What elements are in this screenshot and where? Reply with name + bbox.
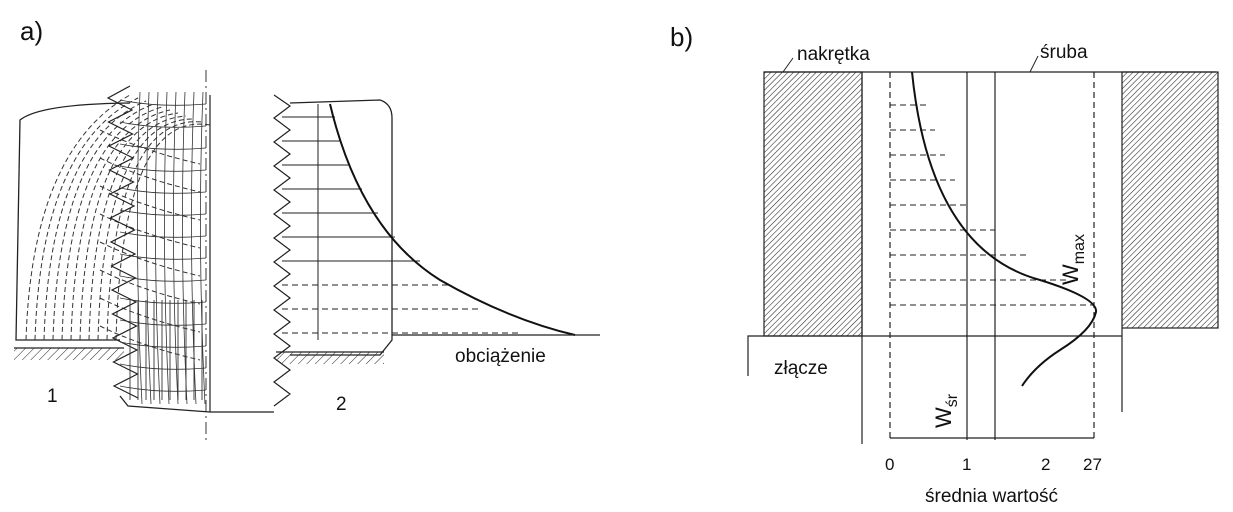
wmax-curve — [911, 71, 1097, 387]
stress-trajectory-lines — [25, 94, 211, 361]
ground-hatch-right — [276, 352, 384, 364]
wmax-label: Wmax — [1058, 234, 1088, 285]
load-distribution-curve — [329, 103, 576, 336]
bolt-label: śruba — [1040, 42, 1088, 63]
wavg-sub: śr — [944, 393, 961, 407]
stress-mesh — [119, 91, 207, 405]
svg-text:Wśr: Wśr — [931, 393, 961, 428]
part-1-label: 1 — [47, 386, 58, 407]
tick-1: 1 — [962, 455, 971, 474]
bolt-vertical-lines — [861, 72, 1123, 444]
svg-text:Wmax: Wmax — [1058, 234, 1088, 285]
panel-b-tag: b) — [670, 22, 693, 52]
tick-2: 2 — [1041, 455, 1050, 474]
nut-thread-profile — [106, 85, 139, 399]
bolt-core — [205, 70, 274, 440]
joint-baseline — [747, 335, 1122, 376]
nut-section-right — [1121, 71, 1219, 329]
nut-outline — [15, 102, 211, 413]
wavg-base: W — [931, 407, 956, 428]
tick-27: 27 — [1083, 455, 1102, 474]
load-label: obciążenie — [455, 346, 546, 367]
joint-label: złącze — [774, 358, 828, 379]
tick-0: 0 — [885, 455, 894, 474]
panel-b: b) nakrętka śruba złącze — [670, 22, 1219, 507]
nut-label: nakrętka — [797, 44, 870, 65]
panel-a-tag: a) — [20, 16, 43, 46]
load-grid-lines — [282, 116, 520, 334]
nut-section-left — [763, 71, 863, 337]
part-2-label: 2 — [336, 394, 347, 415]
wmax-sub: max — [1071, 234, 1088, 264]
nut-leader-line — [782, 57, 794, 73]
nut-right-outline — [289, 99, 393, 356]
ground-hatch-left — [14, 348, 124, 360]
panel-a: a) 1 2 — [14, 16, 600, 440]
wmax-base: W — [1058, 264, 1083, 285]
wavg-label: Wśr — [931, 393, 961, 428]
axis-title: średnia wartość — [925, 486, 1058, 507]
bolt-leader-line — [1029, 55, 1039, 73]
